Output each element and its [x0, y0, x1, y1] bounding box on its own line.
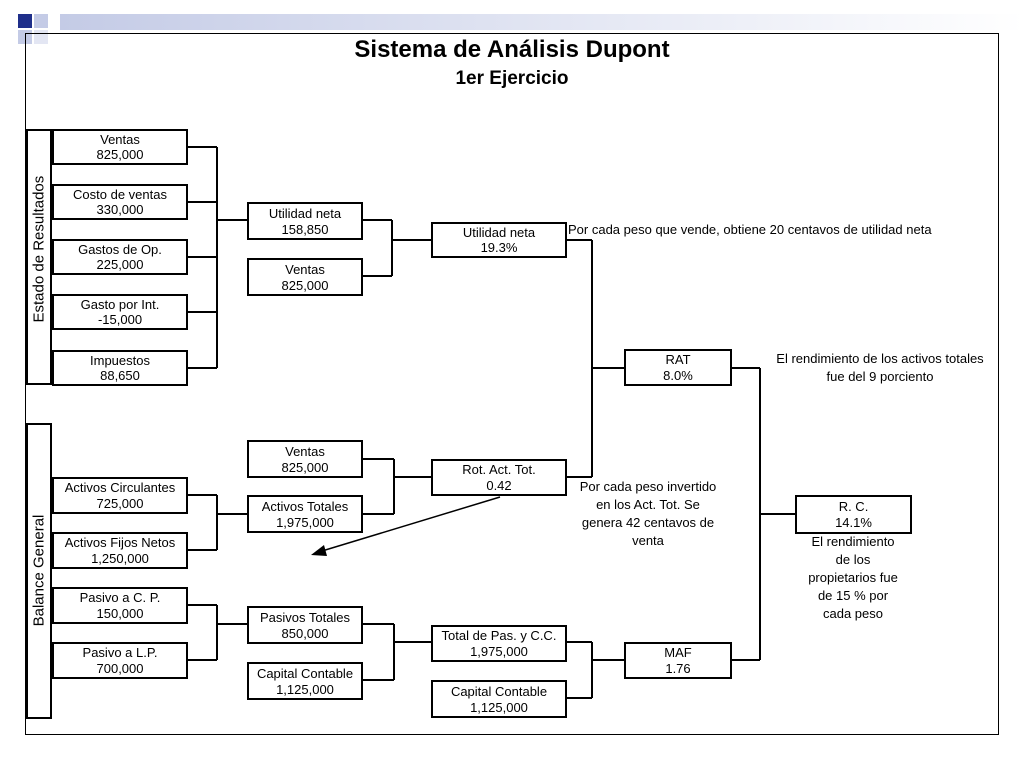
- maf-label: MAF: [664, 645, 692, 661]
- pasivo-cp-box: Pasivo a C. P. 150,000: [52, 587, 188, 624]
- activos-circulantes-label: Activos Circulantes: [64, 480, 176, 496]
- rot-note: Por cada peso invertido en los Act. Tot.…: [566, 478, 730, 550]
- capital-contable-2-box: Capital Contable 1,125,000: [431, 680, 567, 718]
- activos-fijos-value: 1,250,000: [91, 550, 149, 566]
- rat-box: RAT 8.0%: [624, 349, 732, 386]
- rot-note-line-2: en los Act. Tot. Se: [596, 497, 700, 512]
- rot-note-line-4: venta: [632, 533, 664, 548]
- ventas-3-value: 825,000: [281, 459, 329, 475]
- gasto-int-box: Gasto por Int. -15,000: [52, 294, 188, 330]
- gastos-op-value: 225,000: [96, 257, 144, 272]
- impuestos-box: Impuestos 88,650: [52, 350, 188, 386]
- capital-contable-2-value: 1,125,000: [470, 699, 528, 715]
- ventas-box: Ventas 825,000: [52, 129, 188, 165]
- maf-box: MAF 1.76: [624, 642, 732, 679]
- gasto-int-label: Gasto por Int.: [80, 297, 160, 312]
- rot-act-tot-value: 0.42: [486, 477, 512, 493]
- capital-contable-1-value: 1,125,000: [276, 681, 334, 697]
- rat-note-line-2: fue del 9 porciento: [826, 369, 934, 384]
- utilidad-neta-pct-box: Utilidad neta 19.3%: [431, 222, 567, 258]
- rc-note-line-2: de los: [835, 552, 871, 567]
- activos-fijos-label: Activos Fijos Netos: [64, 535, 176, 551]
- rat-note-line-1: El rendimiento de los activos totales: [776, 351, 984, 366]
- rat-value: 8.0%: [663, 367, 693, 383]
- costo-ventas-value: 330,000: [96, 202, 144, 217]
- utilidad-note: Por cada peso que vende, obtiene 20 cent…: [568, 222, 932, 237]
- page-subtitle: 1er Ejercicio: [455, 68, 569, 89]
- costo-ventas-label: Costo de ventas: [73, 187, 167, 202]
- pasivo-lp-value: 700,000: [96, 660, 144, 676]
- pasivo-cp-value: 150,000: [96, 605, 144, 621]
- rot-act-tot-box: Rot. Act. Tot. 0.42: [431, 459, 567, 496]
- activos-totales-value: 1,975,000: [276, 514, 334, 530]
- total-pas-box: Total de Pas. y C.C. 1,975,000: [431, 625, 567, 662]
- impuestos-label: Impuestos: [90, 353, 150, 368]
- ventas-3-box: Ventas 825,000: [247, 440, 363, 478]
- ventas-2-value: 825,000: [281, 277, 329, 293]
- rot-act-tot-label: Rot. Act. Tot.: [462, 462, 536, 478]
- activos-totales-box: Activos Totales 1,975,000: [247, 495, 363, 533]
- gasto-int-value: -15,000: [97, 312, 143, 327]
- capital-contable-1-label: Capital Contable: [256, 665, 354, 681]
- rc-note: El rendimiento de los propietarios fue d…: [790, 533, 916, 623]
- rc-note-line-1: El rendimiento: [811, 534, 895, 549]
- utilidad-neta-pct-value: 19.3%: [480, 240, 518, 255]
- utilidad-neta-pct-label: Utilidad neta: [462, 225, 536, 240]
- page-title: Sistema de Análisis Dupont: [354, 36, 670, 63]
- income-statement-label: Estado de Resultados: [30, 175, 48, 323]
- total-pas-label: Total de Pas. y C.C.: [441, 628, 557, 644]
- ventas-3-label: Ventas: [285, 443, 325, 459]
- total-pas-value: 1,975,000: [470, 643, 528, 659]
- ventas-2-label: Ventas: [285, 261, 325, 277]
- pasivos-totales-value: 850,000: [281, 625, 329, 641]
- rc-note-line-4: de 15 % por: [817, 588, 889, 603]
- header-gradient-bar: [60, 14, 1024, 30]
- balance-sheet-section: [26, 423, 52, 719]
- activos-totales-label: Activos Totales: [261, 498, 349, 514]
- gastos-op-box: Gastos de Op. 225,000: [52, 239, 188, 275]
- activos-fijos-box: Activos Fijos Netos 1,250,000: [52, 532, 188, 569]
- capital-contable-1-box: Capital Contable 1,125,000: [247, 662, 363, 700]
- pasivos-totales-label: Pasivos Totales: [259, 609, 351, 625]
- ventas-2-box: Ventas 825,000: [247, 258, 363, 296]
- income-statement-section: [26, 129, 52, 385]
- costo-ventas-box: Costo de ventas 330,000: [52, 184, 188, 220]
- impuestos-value: 88,650: [100, 368, 140, 383]
- ventas-label: Ventas: [100, 132, 140, 147]
- utilidad-neta-value: 158,850: [281, 221, 329, 237]
- slide-frame: [25, 33, 999, 735]
- rc-box: R. C. 14.1%: [795, 495, 912, 534]
- rat-label: RAT: [665, 352, 691, 368]
- rc-label: R. C.: [838, 498, 869, 514]
- rot-note-line-1: Por cada peso invertido: [579, 479, 717, 494]
- ventas-value: 825,000: [96, 147, 144, 162]
- activos-circulantes-box: Activos Circulantes 725,000: [52, 477, 188, 514]
- rot-note-line-3: genera 42 centavos de: [581, 515, 715, 530]
- rc-note-line-5: cada peso: [823, 606, 883, 621]
- balance-sheet-label: Balance General: [30, 514, 48, 627]
- gastos-op-label: Gastos de Op.: [78, 242, 162, 257]
- activos-circulantes-value: 725,000: [96, 495, 144, 511]
- rc-note-line-3: propietarios fue: [808, 570, 898, 585]
- rc-value: 14.1%: [835, 515, 872, 531]
- pasivo-cp-label: Pasivo a C. P.: [79, 590, 161, 606]
- pasivo-lp-label: Pasivo a L.P.: [82, 645, 158, 661]
- utilidad-neta-box: Utilidad neta 158,850: [247, 202, 363, 240]
- pasivo-lp-box: Pasivo a L.P. 700,000: [52, 642, 188, 679]
- utilidad-neta-label: Utilidad neta: [268, 205, 342, 221]
- maf-value: 1.76: [665, 660, 691, 676]
- pasivos-totales-box: Pasivos Totales 850,000: [247, 606, 363, 644]
- capital-contable-2-label: Capital Contable: [450, 683, 548, 699]
- rat-note: El rendimiento de los activos totales fu…: [762, 350, 998, 386]
